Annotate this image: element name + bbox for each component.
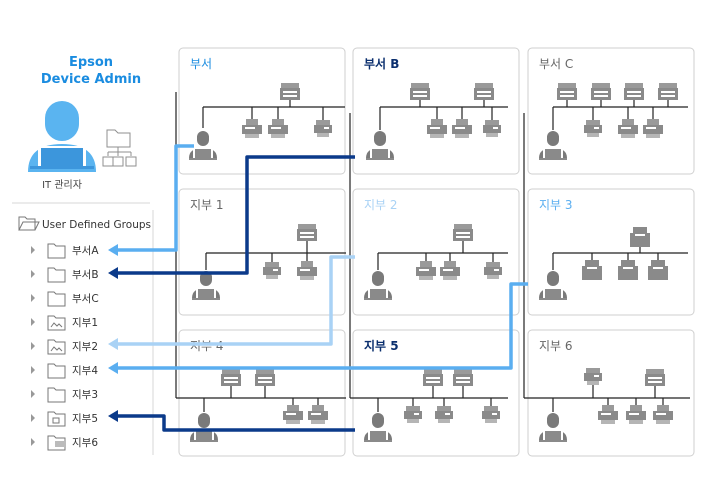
tree-item-label: 지부6 — [72, 437, 98, 449]
label-printer-icon — [618, 260, 638, 280]
group-box[interactable]: 지부 5 — [352, 329, 520, 457]
chevron-right-icon[interactable] — [31, 342, 35, 350]
tree-item-label: 부서A — [72, 245, 99, 257]
tree-root-label: User Defined Groups — [42, 219, 151, 231]
chevron-right-icon[interactable] — [31, 294, 35, 302]
admin-avatar-icon — [28, 101, 96, 172]
chevron-right-icon[interactable] — [31, 438, 35, 446]
open-folder-icon — [18, 216, 40, 231]
folder-icon — [47, 243, 66, 259]
chevron-right-icon[interactable] — [31, 246, 35, 254]
mfp-printer-icon — [423, 369, 443, 386]
arrow-to-ji-bu-2 — [116, 255, 355, 346]
group-title: 지부 2 — [364, 198, 398, 212]
tree-item-label: 지부5 — [72, 413, 98, 425]
mfp-printer-icon — [453, 224, 473, 241]
label-printer-icon — [630, 227, 650, 247]
tree-item[interactable]: 지부6 — [31, 435, 98, 451]
label-printer-icon — [582, 260, 602, 280]
mfp-printer-icon — [591, 83, 611, 100]
connection-arrows — [108, 144, 528, 432]
tree-item[interactable]: 지부5 — [31, 411, 98, 427]
folder-icon — [47, 363, 66, 379]
tree-item-label: 지부3 — [72, 389, 98, 401]
folder-icon — [47, 291, 66, 307]
image-folder-icon — [47, 339, 66, 355]
mfp-printer-icon — [624, 83, 644, 100]
mfp-printer-icon — [297, 224, 317, 241]
image-folder-icon — [47, 315, 66, 331]
left-panel: Epson Device Admin IT 관리자 User — [12, 55, 154, 455]
tree-root[interactable]: User Defined Groups — [18, 216, 151, 231]
group-title: 지부 6 — [539, 339, 573, 353]
tree-item[interactable]: 지부3 — [31, 387, 98, 403]
tree-item[interactable]: 부서A — [31, 243, 99, 259]
tree-item-label: 부서B — [72, 269, 99, 281]
group-box[interactable]: 부서 — [178, 47, 346, 175]
lock-folder-icon — [47, 411, 66, 427]
group-title: 부서 — [190, 57, 212, 71]
tree-item[interactable]: 지부1 — [31, 315, 98, 331]
folder-icon — [47, 387, 66, 403]
group-title: 지부 3 — [539, 198, 573, 212]
stack-folder-icon — [47, 435, 66, 451]
tree-item-label: 지부2 — [72, 341, 98, 353]
group-box[interactable]: 지부 6 — [527, 329, 695, 457]
group-box[interactable]: 지부 2 — [352, 188, 520, 316]
group-box[interactable]: 부서 C — [527, 47, 695, 175]
tree-item-label: 지부1 — [72, 317, 98, 329]
group-box[interactable]: 지부 3 — [527, 188, 695, 316]
hierarchy-icon — [102, 129, 137, 167]
group-title: 부서 B — [364, 56, 399, 71]
mfp-printer-icon — [280, 83, 300, 100]
group-title: 부서 C — [539, 57, 573, 71]
app-title-line2: Device Admin — [41, 72, 141, 87]
arrow-to-bu-seo-b — [116, 155, 355, 275]
group-title: 지부 1 — [190, 198, 224, 212]
admin-label: IT 관리자 — [42, 179, 82, 191]
group-box[interactable]: 지부 1 — [178, 188, 346, 316]
group-box[interactable]: 부서 B — [352, 47, 520, 175]
arrow-to-ji-bu-5 — [116, 414, 355, 432]
app-title-line1: Epson — [69, 55, 113, 70]
chevron-right-icon[interactable] — [31, 366, 35, 374]
mfp-printer-icon — [474, 83, 494, 100]
mfp-printer-icon — [410, 83, 430, 100]
group-title: 지부 5 — [364, 338, 399, 353]
mfp-printer-icon — [221, 369, 241, 386]
tree-item[interactable]: 지부4 — [31, 363, 98, 379]
tree-item[interactable]: 지부2 — [31, 339, 98, 355]
group-title: 지부 4 — [190, 339, 224, 353]
label-printer-icon — [648, 260, 668, 280]
tree-item[interactable]: 부서B — [31, 267, 99, 283]
chevron-right-icon[interactable] — [31, 390, 35, 398]
arrow-to-ji-bu-4 — [116, 282, 528, 370]
tree-item-label: 부서C — [72, 293, 99, 305]
chevron-right-icon[interactable] — [31, 318, 35, 326]
tree-item-label: 지부4 — [72, 365, 98, 377]
mfp-printer-icon — [255, 369, 275, 386]
tree-item[interactable]: 부서C — [31, 291, 99, 307]
folder-icon — [47, 267, 66, 283]
mfp-printer-icon — [557, 83, 577, 100]
arrow-to-bu-seo-a — [116, 144, 194, 252]
mfp-printer-icon — [658, 83, 678, 100]
mfp-printer-icon — [645, 369, 665, 386]
chevron-right-icon[interactable] — [31, 414, 35, 422]
chevron-right-icon[interactable] — [31, 270, 35, 278]
mfp-printer-icon — [453, 369, 473, 386]
